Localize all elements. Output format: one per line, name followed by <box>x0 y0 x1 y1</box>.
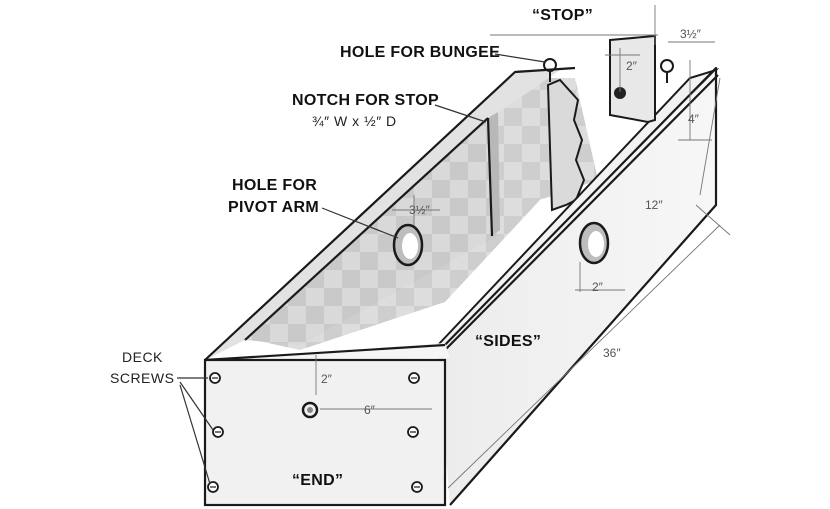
right-side-face <box>438 70 716 505</box>
deck-screws-label-line2: SCREWS <box>110 370 174 386</box>
deck-screws-label-line1: DECK <box>122 349 163 365</box>
end-board-top-edge <box>204 343 446 362</box>
pivot-spacing-dim: 3½″ <box>409 203 431 217</box>
notch-for-stop-label: NOTCH FOR STOP <box>292 92 439 109</box>
deck-screw-icon <box>209 372 221 384</box>
end-center-dim: 6″ <box>364 403 376 417</box>
notch-size-label: ¾″ W x ½″ D <box>312 113 397 129</box>
pivot-hole-icon <box>392 223 424 267</box>
stop-width-dim: 3½″ <box>680 27 702 41</box>
deck-screw-icon <box>407 426 419 438</box>
side-height-dim: 12″ <box>645 198 663 212</box>
stop-label: “STOP” <box>532 7 593 24</box>
notch-edge <box>486 117 494 237</box>
end-label: “END” <box>292 472 343 489</box>
leader-lines <box>177 53 546 485</box>
sides-label: “SIDES” <box>475 333 541 350</box>
length-dim: 36″ <box>603 346 621 360</box>
end-board <box>203 358 447 507</box>
far-side-inner-edge <box>244 117 489 341</box>
far-side-top-edge <box>204 66 576 361</box>
right-side-outline <box>437 66 718 506</box>
pivot-arm-label-line2: PIVOT ARM <box>228 199 319 216</box>
pivot-arm-label-line1: HOLE FOR <box>232 177 317 194</box>
screw-eye-icon <box>543 58 557 82</box>
deck-screw-icon <box>411 481 423 493</box>
bungee-hole-icon <box>614 87 626 99</box>
eye-bolt-icon <box>301 401 319 419</box>
stop-height-dim: 4″ <box>688 112 700 126</box>
bungee-offset-dim: 2″ <box>626 59 638 73</box>
stop-board <box>546 78 586 212</box>
deck-screw-icon <box>212 426 224 438</box>
end-top-offset-dim: 2″ <box>321 372 333 386</box>
screw-eye-icon <box>660 59 674 83</box>
dimension-lines <box>315 5 731 489</box>
pivot-offset-dim: 2″ <box>592 280 604 294</box>
hole-for-bungee-label: HOLE FOR BUNGEE <box>340 44 500 61</box>
deck-screw-icon <box>408 372 420 384</box>
left-side-inner-face <box>245 118 498 345</box>
stop-post <box>609 34 656 124</box>
pivot-hole-icon <box>578 221 610 265</box>
deck-screw-icon <box>207 481 219 493</box>
right-side-rim <box>444 74 719 351</box>
